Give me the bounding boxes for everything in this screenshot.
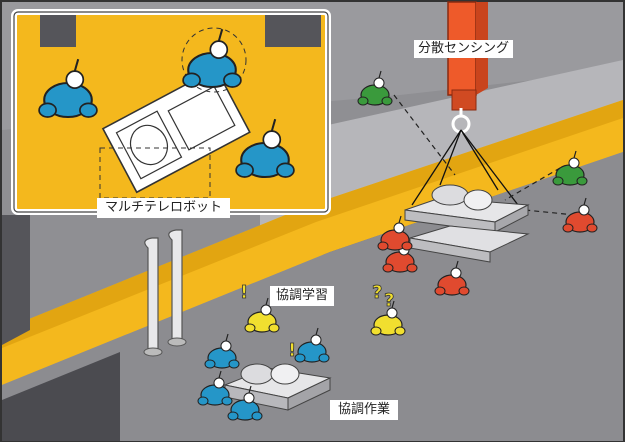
- svg-text:!: !: [240, 282, 248, 303]
- crane-hook-icon: [451, 108, 471, 134]
- question-icon: ? ?: [372, 282, 395, 312]
- sensing-lines: [393, 94, 576, 216]
- exclamation-icon: ! !: [240, 282, 297, 362]
- label-cooperative-learning: 協調学習: [270, 286, 335, 306]
- suspended-load: [404, 184, 530, 263]
- pipes: [143, 229, 187, 357]
- crane-cables: [411, 129, 519, 206]
- floor-stripe-shade: [2, 100, 623, 348]
- work-load: [223, 363, 332, 411]
- label-multi-telerobot: マルチテレロボット: [97, 198, 231, 218]
- platform-top: [260, 60, 623, 230]
- floor-shadow: [2, 352, 120, 441]
- label-cooperative-work: 協調作業: [330, 400, 399, 420]
- label-distributed-sensing: 分散センシング: [414, 40, 514, 58]
- svg-text:!: !: [288, 340, 296, 361]
- svg-text:?: ?: [384, 290, 394, 311]
- left-wall: [2, 215, 30, 345]
- svg-text:?: ?: [372, 282, 382, 303]
